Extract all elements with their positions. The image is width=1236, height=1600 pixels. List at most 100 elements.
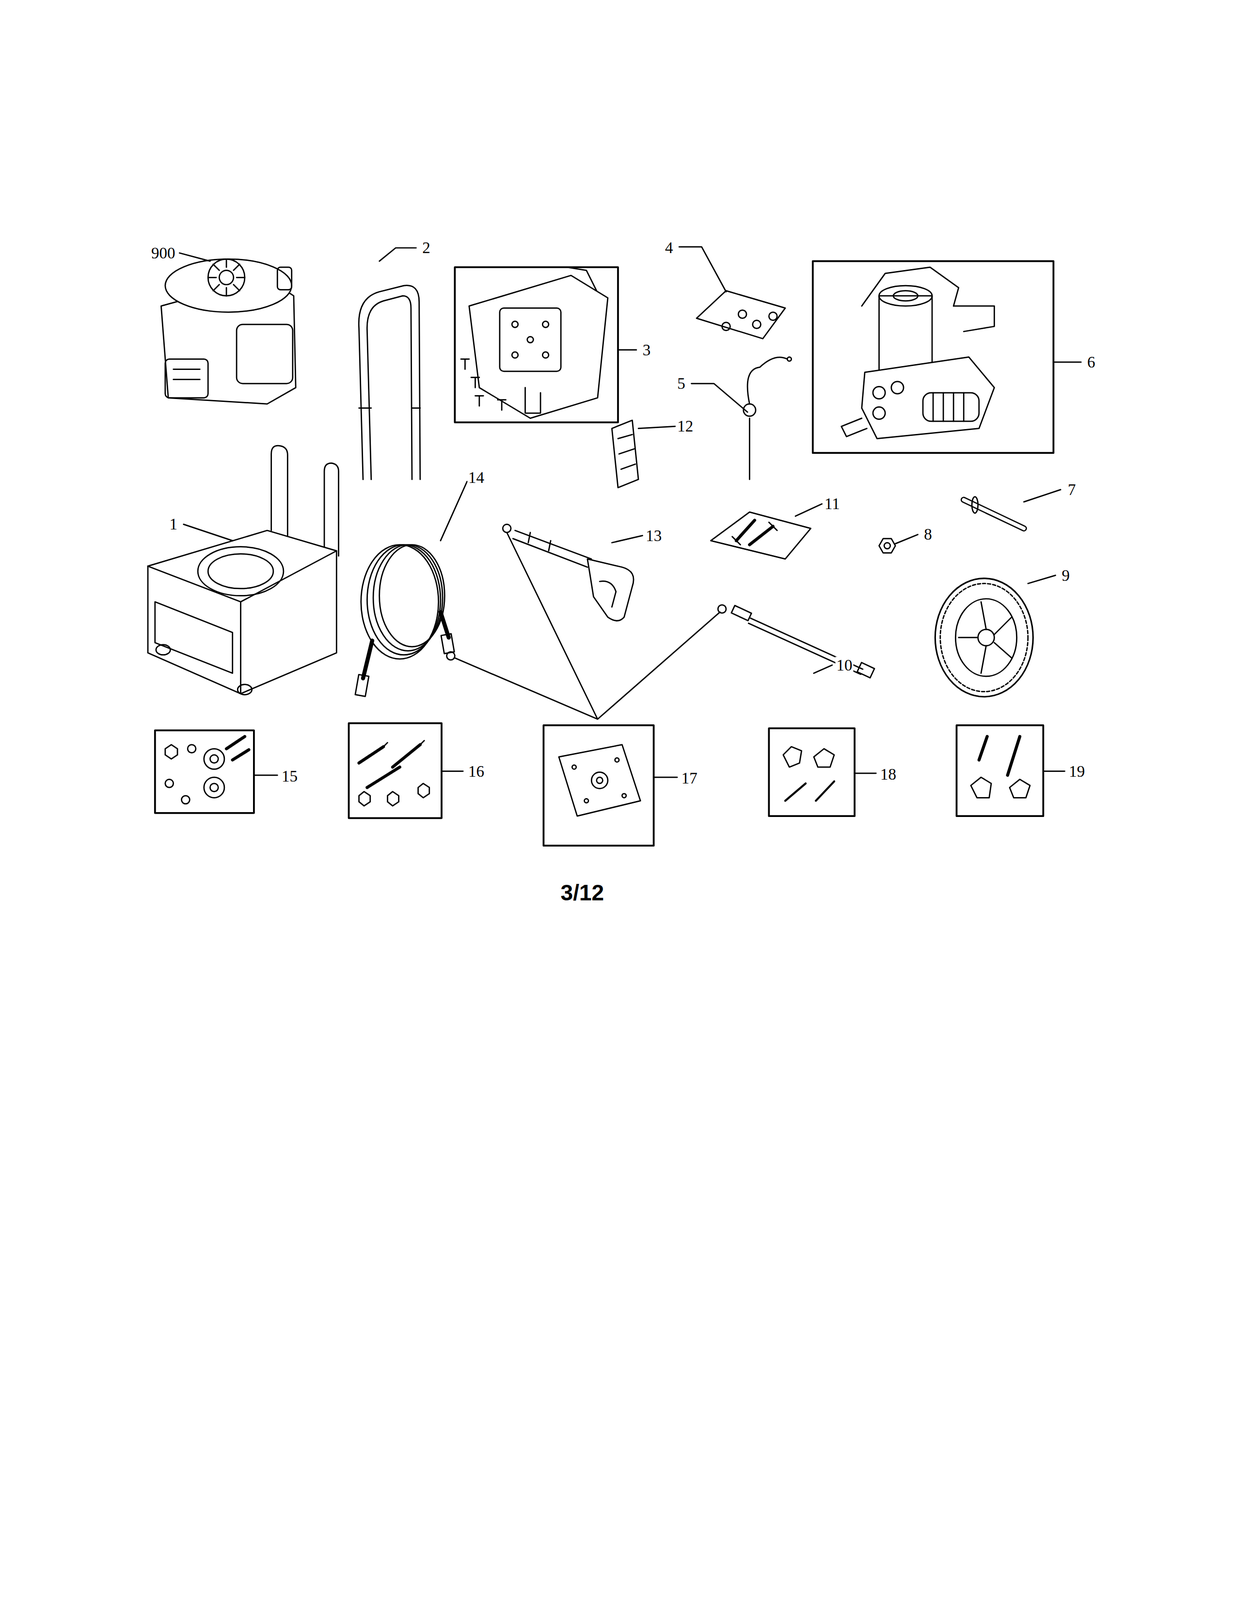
leader-line <box>1043 770 1065 772</box>
hose <box>363 640 373 679</box>
dipstick <box>748 418 751 480</box>
callout-number: 13 <box>644 526 663 544</box>
kit-box <box>956 725 1044 816</box>
kit-box <box>768 728 855 816</box>
kit-box <box>165 744 178 759</box>
engine <box>160 258 296 404</box>
callout-number: 900 <box>150 244 177 262</box>
leader-line <box>1028 575 1056 584</box>
kit-box <box>204 776 225 798</box>
spray-gun <box>502 523 511 533</box>
hardware-bag <box>722 322 731 331</box>
leader-line <box>653 776 678 778</box>
dipstick <box>743 356 792 479</box>
dipstick <box>787 356 792 361</box>
control-panel <box>542 321 549 328</box>
holder-clip <box>618 434 636 470</box>
engine <box>207 258 245 296</box>
lance <box>731 605 752 621</box>
kit-box <box>591 772 608 789</box>
pump <box>812 261 1054 454</box>
kit-box <box>1009 778 1030 798</box>
callout-number: 12 <box>676 417 695 435</box>
control-panel <box>454 267 618 423</box>
kit-box <box>783 746 802 767</box>
engine <box>219 270 234 285</box>
control-panel <box>511 321 519 328</box>
callout-number: 15 <box>280 767 299 785</box>
pump <box>812 261 1054 454</box>
hardware-bag <box>710 511 811 559</box>
kit-box <box>979 736 1020 776</box>
handle <box>358 285 421 480</box>
lance <box>717 604 727 614</box>
pump <box>861 267 959 306</box>
control-panel <box>511 351 519 359</box>
control-panel <box>460 359 507 411</box>
wheel <box>934 578 1033 697</box>
wheel <box>978 629 995 646</box>
kit-box <box>204 748 225 769</box>
engine <box>165 258 292 312</box>
control-panel <box>542 351 549 359</box>
kit-box <box>621 793 626 798</box>
leader-line <box>454 532 720 719</box>
control-panel <box>567 267 597 291</box>
nut <box>884 542 891 549</box>
engine <box>165 359 208 398</box>
hose <box>379 544 445 647</box>
callout-number: 14 <box>467 468 486 486</box>
handle <box>359 407 421 409</box>
kit-box <box>181 795 191 804</box>
wheel <box>934 578 1033 697</box>
callout-number: 7 <box>1066 480 1078 498</box>
handle <box>366 295 412 480</box>
callout-number: 17 <box>680 769 699 787</box>
frame <box>324 462 339 556</box>
control-panel <box>469 275 608 419</box>
kit-box <box>768 728 855 816</box>
axle <box>971 496 979 514</box>
leader-line <box>379 247 417 261</box>
kit-box <box>155 729 254 813</box>
leader-line <box>1023 489 1061 502</box>
frame <box>207 553 274 589</box>
engine <box>236 324 293 384</box>
hardware-bag <box>696 290 786 339</box>
kit-box <box>970 776 992 798</box>
kit-box <box>584 798 589 803</box>
kit-box <box>615 757 619 762</box>
control-panel <box>525 387 541 413</box>
hardware-bag <box>710 511 811 559</box>
spray-gun <box>512 530 592 568</box>
hardware-bag <box>696 290 786 339</box>
leader-line <box>895 534 918 544</box>
leader-line <box>440 481 468 541</box>
kit-box <box>956 725 1044 816</box>
hose <box>441 633 455 654</box>
frame <box>147 445 339 695</box>
dipstick <box>747 357 788 404</box>
leader-line <box>813 665 833 674</box>
axle <box>963 499 1024 529</box>
frame <box>271 445 288 536</box>
pump <box>893 290 918 302</box>
kit-box <box>387 791 399 806</box>
wheel <box>955 598 1017 677</box>
callout-number: 2 <box>421 239 432 257</box>
leader-line <box>611 535 643 543</box>
callout-number: 9 <box>1060 566 1071 584</box>
callout-number: 6 <box>1086 353 1097 371</box>
lance <box>856 662 875 679</box>
control-panel <box>454 267 618 423</box>
engine <box>173 369 201 380</box>
leader-line <box>638 426 676 428</box>
page-number: 3/12 <box>559 880 606 904</box>
hose <box>355 544 455 697</box>
hardware-bag <box>738 310 747 319</box>
pump <box>872 406 886 419</box>
hardware-bag <box>732 522 778 545</box>
pump <box>841 418 868 437</box>
handle <box>358 285 421 480</box>
